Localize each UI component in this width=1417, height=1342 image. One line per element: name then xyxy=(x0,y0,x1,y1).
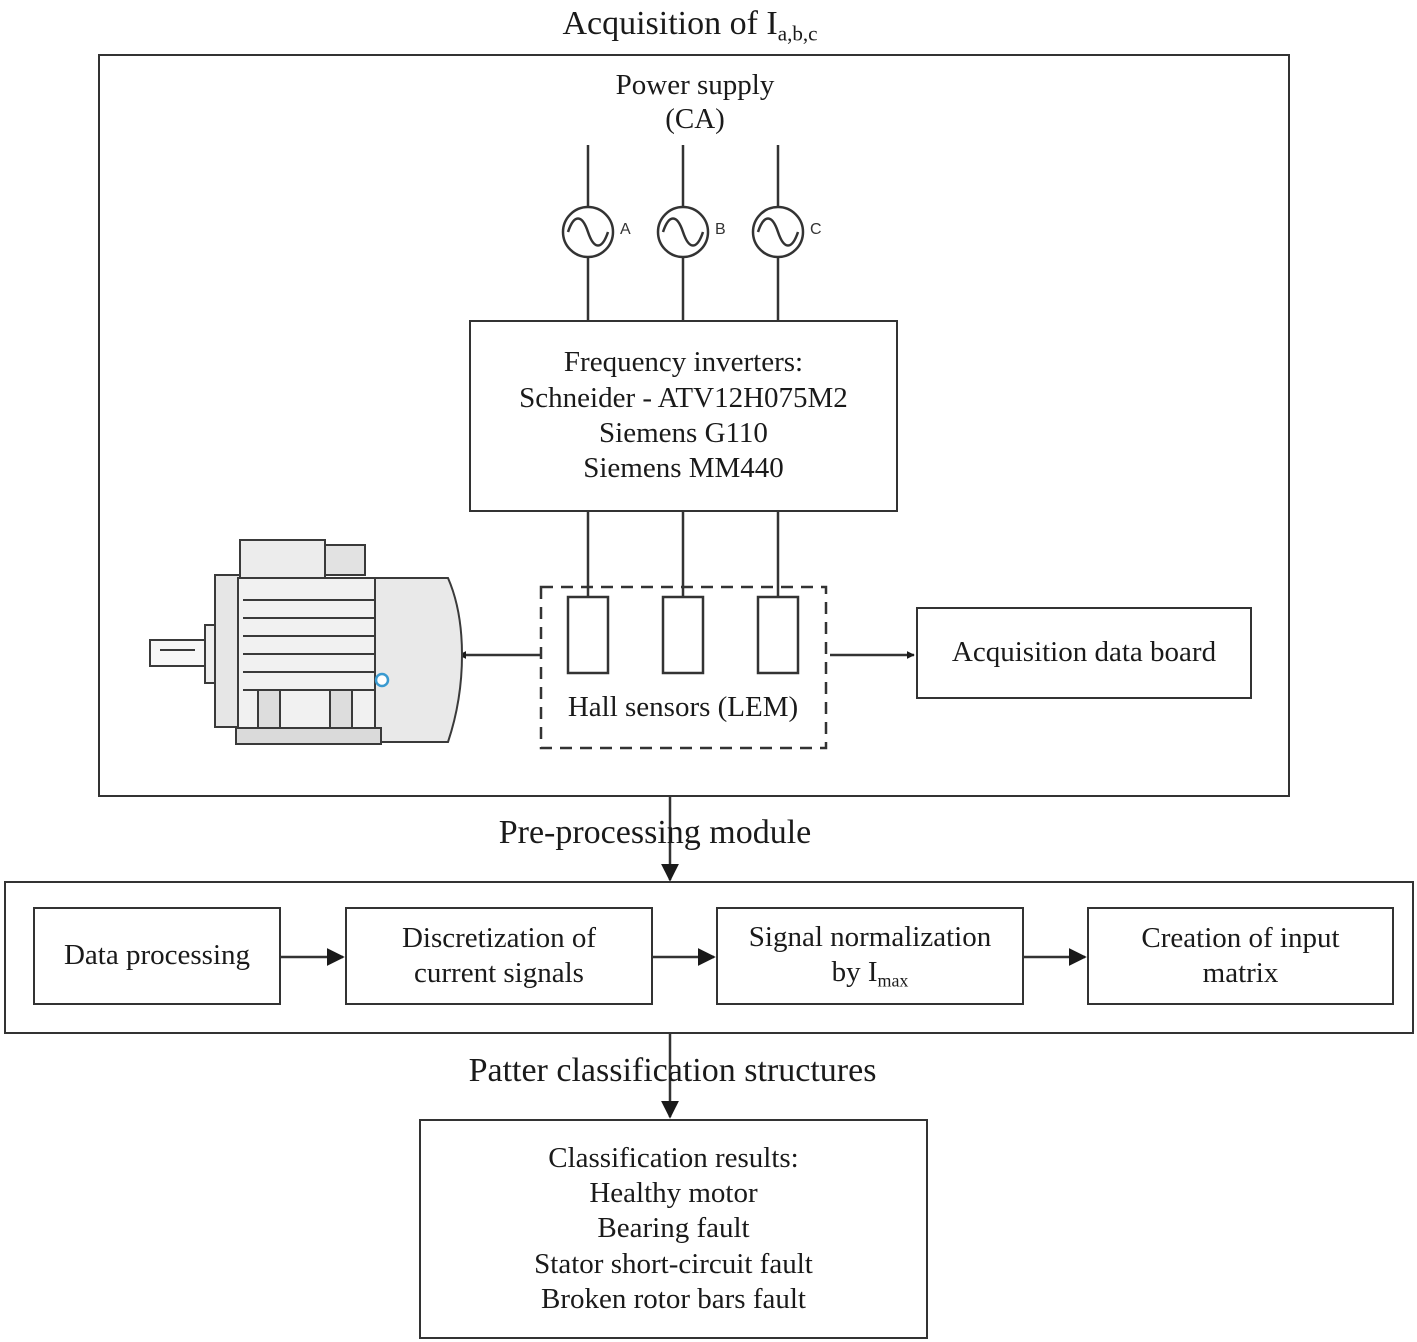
step-signal-normalization: Signal normalization by Imax xyxy=(716,907,1024,1005)
preprocessing-title: Pre-processing module xyxy=(498,814,812,851)
result-item: Bearing fault xyxy=(597,1212,750,1245)
ac-source-icon xyxy=(561,205,615,259)
phase-label-b: B xyxy=(715,221,726,238)
inverter-item: Schneider - ATV12H075M2 xyxy=(519,381,848,414)
step-line2-wrap: by Imax xyxy=(832,955,909,992)
result-item: Stator short-circuit fault xyxy=(534,1247,813,1280)
result-item: Healthy motor xyxy=(589,1176,758,1209)
power-supply-label: Power supply (CA) xyxy=(580,68,810,136)
results-heading: Classification results: xyxy=(548,1141,799,1174)
step-input-matrix: Creation of input matrix xyxy=(1087,907,1394,1005)
step-line1: Discretization of xyxy=(401,921,597,954)
hall-sensor-group xyxy=(539,585,828,750)
supply-wires xyxy=(586,145,780,597)
step-line1: Signal normalization xyxy=(748,920,992,953)
hall-sensor-icon xyxy=(566,595,610,675)
result-item: Broken rotor bars fault xyxy=(541,1283,806,1316)
inverters-heading: Frequency inverters: xyxy=(563,346,804,379)
phase-label-a: A xyxy=(620,221,631,238)
hall-sensors-label: Hall sensors (LEM) xyxy=(567,691,799,723)
step-line1: Data processing xyxy=(63,939,251,972)
hall-sensor-icon xyxy=(661,595,705,675)
classification-title: Patter classification structures xyxy=(468,1052,877,1089)
hall-sensor-icon xyxy=(756,595,800,675)
ac-source-icon xyxy=(751,205,805,259)
step-line2-sub: max xyxy=(877,970,909,991)
phase-label-c: C xyxy=(810,221,822,238)
step-data-processing: Data processing xyxy=(33,907,281,1005)
power-supply-line2: (CA) xyxy=(665,103,725,136)
step-line1: Creation of input xyxy=(1141,921,1340,954)
inverter-item: Siemens MM440 xyxy=(583,452,784,485)
ac-source-icon xyxy=(656,205,710,259)
frequency-inverters-box: Frequency inverters: Schneider - ATV12H0… xyxy=(469,320,898,512)
acquisition-module-box xyxy=(98,54,1290,797)
acquisition-title-sub: a,b,c xyxy=(777,21,818,46)
electric-motor-icon xyxy=(149,539,464,745)
classification-results-box: Classification results: Healthy motor Be… xyxy=(419,1119,928,1339)
step-line2: current signals xyxy=(414,957,584,989)
acquisition-data-board-box: Acquisition data board xyxy=(916,607,1252,699)
acquisition-data-board-label: Acquisition data board xyxy=(951,636,1217,669)
power-supply-line1: Power supply xyxy=(615,69,775,101)
acquisition-title-main: Acquisition of I xyxy=(562,5,778,42)
acquisition-title: Acquisition of Ia,b,c xyxy=(480,4,900,46)
step-discretization: Discretization of current signals xyxy=(345,907,653,1005)
step-line2: by I xyxy=(831,956,878,989)
step-line2: matrix xyxy=(1202,957,1279,989)
inverter-item: Siemens G110 xyxy=(599,417,768,449)
preprocessing-module-box xyxy=(4,881,1414,1034)
